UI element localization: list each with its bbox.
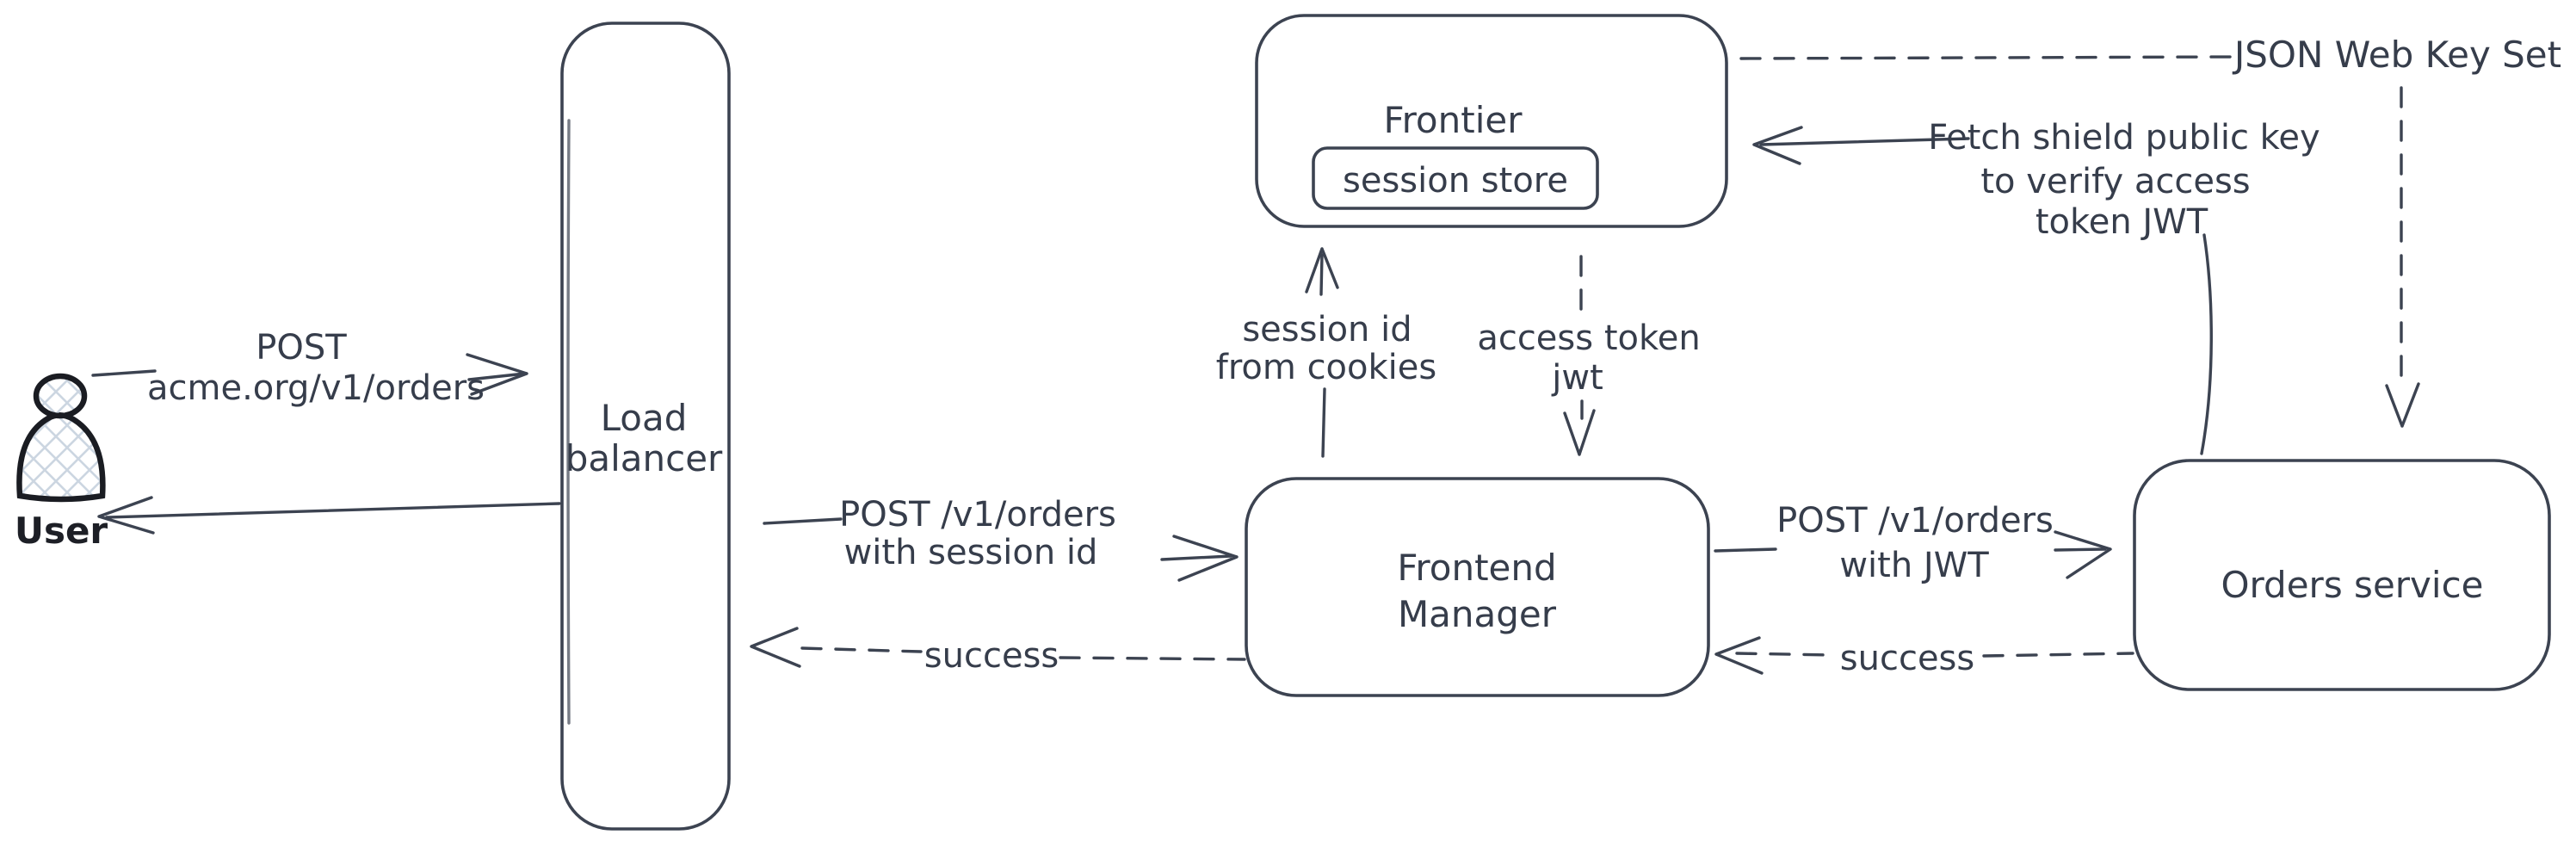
- arrow-line: [91, 369, 157, 377]
- arrowhead-down-icon: [2385, 382, 2420, 428]
- arrowhead-right-icon: [466, 353, 528, 396]
- arrow-line: [1714, 547, 1777, 553]
- arrow-curve: [2200, 233, 2213, 455]
- edge-orders-service-to-frontend-manager-success[interactable]: success: [1714, 636, 2134, 678]
- node-session-store[interactable]: session store: [1312, 146, 1599, 210]
- edge-label[interactable]: with session id: [844, 533, 1098, 572]
- arrow-line: [1759, 137, 1970, 146]
- edge-frontend-manager-to-load-balancer-success[interactable]: success: [750, 627, 1246, 676]
- edge-label[interactable]: with JWT: [1839, 546, 1989, 585]
- arrowhead-up-icon: [1305, 247, 1339, 294]
- node-jwks[interactable]: JSON Web Key Set: [2232, 34, 2561, 76]
- arrowhead-right-icon: [2054, 530, 2112, 579]
- edge-label[interactable]: token JWT: [2035, 202, 2208, 242]
- edge-user-to-load-balancer[interactable]: POST acme.org/v1/orders: [91, 328, 528, 408]
- arrowhead-right-icon: [1172, 535, 1239, 582]
- edge-label[interactable]: success: [924, 636, 1059, 676]
- edge-load-balancer-to-frontend-manager[interactable]: POST /v1/orders with session id: [763, 495, 1239, 582]
- arrow-line: [763, 517, 843, 525]
- node-user[interactable]: User: [15, 373, 108, 552]
- edge-label[interactable]: POST /v1/orders: [839, 495, 1116, 535]
- dashed-line: [1982, 652, 2134, 658]
- frontend-manager-label[interactable]: Frontend: [1397, 547, 1556, 589]
- edge-jwks-to-orders-service[interactable]: [2385, 86, 2420, 428]
- arrowhead-left-icon: [1714, 636, 1764, 675]
- edge-label[interactable]: session id: [1242, 310, 1412, 349]
- edge-label[interactable]: Fetch shield public key: [1928, 118, 2320, 158]
- edge-label[interactable]: access token: [1477, 318, 1700, 358]
- edge-orders-service-to-frontier[interactable]: Fetch shield public key to verify access…: [1752, 118, 2320, 455]
- node-frontend-manager[interactable]: Frontend Manager: [1245, 477, 1710, 697]
- arrow-line: [2054, 547, 2107, 552]
- arrow-line: [105, 502, 561, 519]
- user-head-icon: [33, 373, 88, 419]
- edge-label[interactable]: acme.org/v1/orders: [147, 368, 485, 408]
- load-balancer-label[interactable]: Load: [601, 397, 688, 439]
- load-balancer-label[interactable]: balancer: [565, 437, 723, 479]
- user-label[interactable]: User: [15, 510, 108, 552]
- edge-frontend-manager-to-frontier[interactable]: session id from cookies: [1216, 247, 1436, 458]
- arrowhead-left-icon: [97, 496, 155, 535]
- arrowhead-down-icon: [1563, 409, 1596, 456]
- arrow-line: [1319, 253, 1324, 296]
- arrowhead-left-icon: [1752, 126, 1803, 165]
- dashed-line: [1735, 652, 1835, 657]
- edge-label[interactable]: jwt: [1551, 358, 1603, 398]
- sketch-stroke: [566, 119, 571, 725]
- node-load-balancer[interactable]: Load balancer: [560, 22, 731, 831]
- edge-frontier-to-frontend-manager[interactable]: access token jwt: [1477, 255, 1701, 456]
- user-icon: [16, 412, 106, 503]
- arrow-line: [467, 372, 527, 381]
- edge-frontier-to-jwks[interactable]: [1739, 55, 2238, 60]
- edge-label[interactable]: success: [1840, 639, 1974, 678]
- orders-service-label[interactable]: Orders service: [2221, 564, 2483, 606]
- dashed-line: [800, 646, 923, 653]
- arrow-line: [1321, 387, 1326, 458]
- frontend-manager-box: [1245, 477, 1710, 697]
- orders-service-box: [2133, 459, 2551, 691]
- arrowhead-left-icon: [750, 627, 801, 668]
- jwks-label[interactable]: JSON Web Key Set: [2232, 34, 2561, 76]
- edge-label[interactable]: POST: [256, 328, 347, 368]
- dashed-line: [1739, 55, 2238, 60]
- arrow-line: [1160, 554, 1232, 561]
- frontier-label[interactable]: Frontier: [1383, 99, 1523, 141]
- session-store-label[interactable]: session store: [1343, 161, 1568, 201]
- dashed-line: [1059, 656, 1246, 661]
- node-frontier[interactable]: Frontier session store: [1255, 14, 1728, 228]
- edge-label[interactable]: POST /v1/orders: [1776, 501, 2054, 541]
- edge-label[interactable]: from cookies: [1216, 348, 1436, 387]
- edge-load-balancer-to-user[interactable]: [97, 496, 561, 535]
- frontend-manager-label[interactable]: Manager: [1398, 593, 1557, 635]
- load-balancer-box: [560, 22, 731, 831]
- edge-frontend-manager-to-orders-service[interactable]: POST /v1/orders with JWT: [1714, 501, 2112, 585]
- session-store-box: [1312, 146, 1599, 210]
- node-orders-service[interactable]: Orders service: [2133, 459, 2551, 691]
- edge-label[interactable]: to verify access: [1980, 162, 2250, 201]
